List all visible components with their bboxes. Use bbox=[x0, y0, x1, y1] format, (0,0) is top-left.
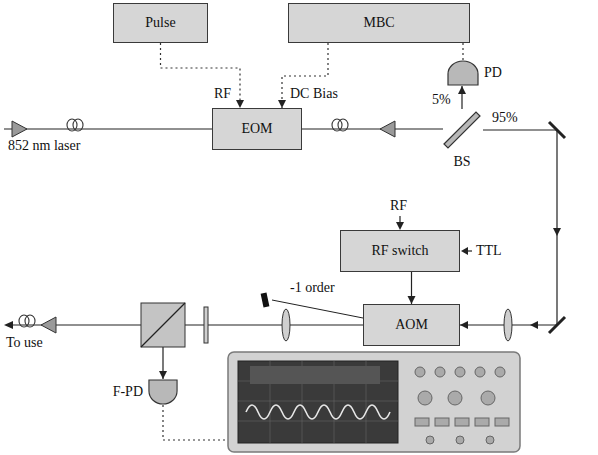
polarizing-cube bbox=[141, 303, 185, 347]
box-label: RF switch bbox=[371, 243, 428, 259]
fiber-loop bbox=[19, 315, 35, 327]
ratio-label: 95% bbox=[492, 110, 518, 126]
modulator-box: EOM bbox=[212, 108, 302, 150]
fiber-amplifier bbox=[380, 121, 395, 137]
order-label: -1 order bbox=[290, 280, 335, 296]
ratio-label: 5% bbox=[432, 92, 451, 108]
signal-cable bbox=[163, 405, 227, 440]
controller-box: MBC bbox=[288, 3, 470, 43]
signal-line bbox=[463, 43, 464, 60]
box-label: Pulse bbox=[145, 15, 175, 31]
signal-line bbox=[161, 43, 245, 108]
ttl-arrowhead bbox=[461, 247, 468, 255]
detector-dome bbox=[148, 379, 178, 405]
lens bbox=[282, 309, 290, 341]
part-label: F-PD bbox=[113, 384, 143, 400]
modulator-box: AOM bbox=[363, 304, 460, 346]
beam-path bbox=[460, 130, 557, 329]
fiber-amplifier bbox=[12, 121, 27, 137]
signal-name: RF bbox=[390, 198, 407, 214]
splitter-plate bbox=[441, 109, 483, 151]
signal-name: DC Bias bbox=[290, 86, 338, 102]
box-label: AOM bbox=[395, 317, 428, 333]
mirror bbox=[549, 122, 565, 138]
source-label: 852 nm laser bbox=[8, 138, 80, 154]
rf-input-arrowhead bbox=[396, 222, 404, 230]
output-arrowhead bbox=[4, 321, 13, 329]
output-label: To use bbox=[6, 335, 43, 351]
output-beam bbox=[12, 324, 141, 325]
box-label: EOM bbox=[241, 121, 272, 137]
wave-plate bbox=[204, 307, 208, 343]
beam-path bbox=[458, 86, 466, 109]
fiber-amplifier bbox=[41, 317, 56, 333]
beam-path bbox=[302, 129, 443, 130]
laser-beam bbox=[4, 128, 212, 129]
generator-box: Pulse bbox=[113, 3, 208, 43]
photodetector: PD bbox=[447, 60, 479, 86]
beam-path bbox=[408, 272, 416, 304]
fiber-loop bbox=[332, 119, 348, 131]
lens bbox=[504, 309, 512, 341]
beam-arrow bbox=[553, 228, 561, 236]
box-label: MBC bbox=[363, 15, 394, 31]
signal-name: RF bbox=[214, 86, 231, 102]
beam-path bbox=[159, 325, 363, 379]
fiber-loop bbox=[67, 119, 83, 131]
beam-block bbox=[261, 293, 270, 308]
beam-splitter: BS bbox=[441, 109, 483, 151]
part-label: PD bbox=[484, 65, 502, 81]
beam-arrow bbox=[530, 321, 538, 329]
signal-name: TTL bbox=[476, 243, 502, 259]
part-label: BS bbox=[453, 154, 470, 170]
oscilloscope-picture bbox=[228, 352, 520, 452]
switch-box: RF switch bbox=[340, 230, 460, 272]
mirror bbox=[549, 317, 565, 333]
photodetector: F-PD bbox=[148, 379, 178, 405]
detector-dome bbox=[447, 60, 479, 86]
